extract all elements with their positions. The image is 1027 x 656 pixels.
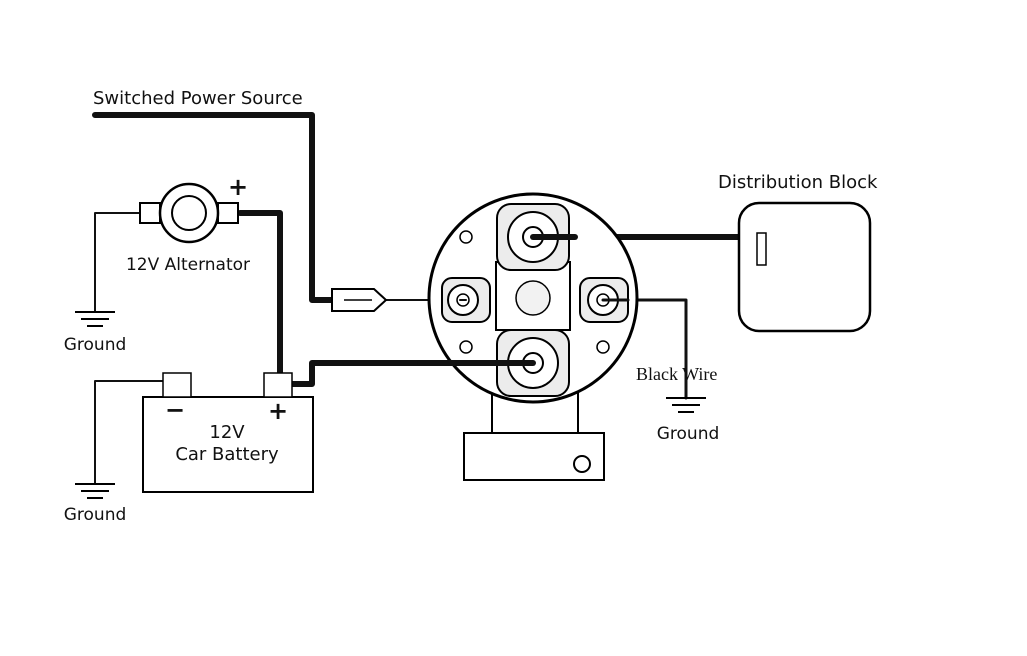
- ground-symbol-battery: [75, 483, 115, 499]
- ground-symbol-alternator: [75, 311, 115, 327]
- battery-minus-sign: −: [165, 396, 185, 424]
- ground-label-solenoid: Ground: [657, 424, 720, 444]
- switched-power-wire: [92, 112, 335, 303]
- switched-power-source-label: Switched Power Source: [93, 88, 303, 109]
- battery-name-label: Car Battery: [175, 444, 279, 465]
- alternator-positive-wire: [237, 210, 283, 381]
- alternator: [139, 182, 239, 244]
- distribution-block: [737, 201, 872, 333]
- solenoid: [427, 192, 639, 481]
- solenoid-bottom-terminal: [496, 329, 570, 397]
- distribution-block-slot: [756, 232, 767, 266]
- mounting-hole: [573, 455, 591, 473]
- battery-plus-sign: +: [268, 397, 288, 425]
- ground-label-battery: Ground: [64, 505, 127, 525]
- black-wire-label: Black Wire: [636, 364, 717, 384]
- alternator-ground-wire: [94, 212, 141, 313]
- alternator-plus-sign: +: [228, 173, 248, 201]
- alternator-label: 12V Alternator: [126, 255, 250, 275]
- battery-ground-wire: [94, 380, 164, 485]
- car-battery: [142, 372, 314, 493]
- ground-symbol-solenoid: [666, 397, 706, 413]
- ground-label-alternator: Ground: [64, 335, 127, 355]
- distribution-block-label: Distribution Block: [718, 172, 878, 193]
- battery-voltage-label: 12V: [209, 422, 245, 443]
